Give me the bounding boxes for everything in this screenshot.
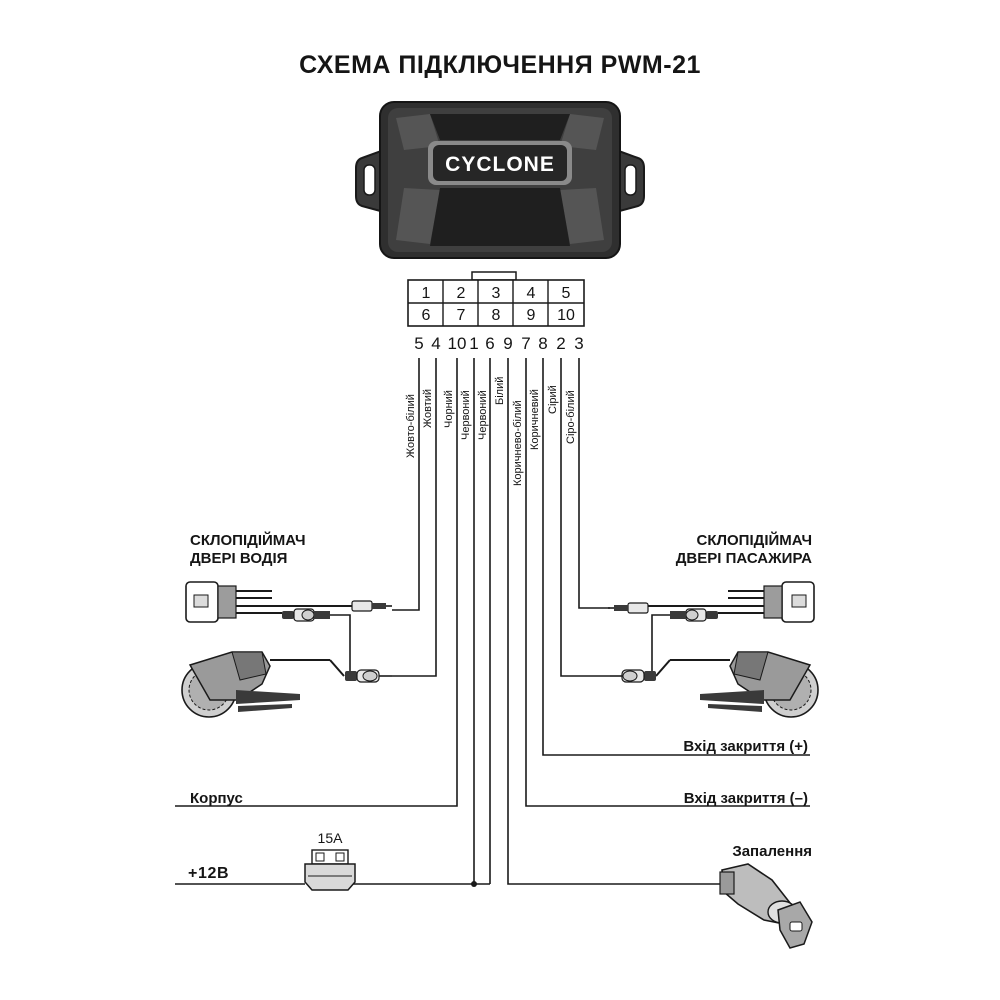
passenger-door-title-line1: СКЛОПІДІЙМАЧ	[697, 531, 813, 549]
wire-pin-number: 5	[414, 334, 423, 353]
connector-pin-2: 2	[457, 285, 466, 302]
ground-label: Корпус	[190, 790, 243, 807]
power-label: +12В	[188, 865, 229, 882]
wire-pin-number: 6	[485, 334, 494, 353]
wire-pin-number: 3	[574, 334, 583, 353]
wire-7	[525, 358, 810, 807]
wire-label: Червоний	[460, 390, 472, 440]
wire-label: Жовто-білий	[405, 394, 417, 458]
wire-pin-number: 9	[503, 334, 512, 353]
connector-pin-10: 10	[557, 307, 575, 324]
wire-label: Сірий	[547, 385, 559, 414]
wire-5	[392, 358, 420, 611]
connector-pin-3: 3	[492, 285, 501, 302]
wire-label: Білий	[494, 377, 506, 405]
connector-pin-4: 4	[527, 285, 536, 302]
wire-pin-number: 8	[538, 334, 547, 353]
passenger-window-switch	[608, 581, 815, 677]
passenger-door-title-line2: ДВЕРІ ПАСАЖИРА	[676, 550, 812, 567]
junction-dot	[471, 881, 477, 887]
cyclone-module: CYCLONE	[355, 101, 645, 259]
wire-pin-number: 1	[469, 334, 478, 353]
ignition-label: Запалення	[732, 843, 812, 860]
wire-pin-number: 2	[556, 334, 565, 353]
wire-color-labels: Жовто-білий Жовтий Чорний Червоний Черво…	[405, 377, 577, 486]
wire-9	[507, 358, 722, 885]
wires	[175, 358, 810, 887]
wire-label: Червоний	[477, 390, 489, 440]
fuse-rating-label: 15А	[318, 830, 344, 846]
wire-pin-number: 7	[521, 334, 530, 353]
wire-label: Чорний	[443, 390, 455, 428]
connector-pin-6: 6	[422, 307, 431, 324]
module-connector: 1 2 3 4 5 6 7 8 9 10	[407, 271, 585, 327]
wire-pin-numbers: 5 4 10 1 6 9 7 8 2 3	[414, 334, 583, 353]
lock-plus-label: Вхід закриття (+)	[683, 738, 808, 755]
wire-label: Сіро-білий	[565, 390, 577, 444]
wire-8	[542, 358, 810, 756]
fuse-15a: 15А	[304, 830, 356, 891]
ignition-switch	[719, 863, 813, 949]
diagram-title: СХЕМА ПІДКЛЮЧЕННЯ PWM-21	[299, 51, 701, 79]
connector-pin-7: 7	[457, 307, 466, 324]
connector-pin-1: 1	[422, 285, 431, 302]
driver-door-title-line1: СКЛОПІДІЙМАЧ	[190, 531, 306, 549]
wire-label: Коричнево-білий	[512, 400, 524, 486]
wire-pin-number: 4	[431, 334, 440, 353]
wire-label: Коричневий	[529, 389, 541, 450]
wire-2	[560, 358, 610, 677]
module-brand-label: CYCLONE	[445, 153, 555, 176]
connector-pin-9: 9	[527, 307, 536, 324]
passenger-window-motor	[610, 651, 819, 718]
connector-pin-5: 5	[562, 285, 571, 302]
connector-pin-8: 8	[492, 307, 501, 324]
lock-minus-label: Вхід закриття (–)	[684, 790, 808, 807]
wire-label: Жовтий	[422, 389, 434, 428]
wire-pin-number: 10	[448, 334, 467, 353]
driver-door-title-line2: ДВЕРІ ВОДІЯ	[190, 550, 287, 567]
driver-window-motor	[181, 651, 392, 718]
wire-3	[578, 358, 610, 609]
wire-10	[175, 358, 458, 807]
wire-4	[392, 358, 437, 677]
